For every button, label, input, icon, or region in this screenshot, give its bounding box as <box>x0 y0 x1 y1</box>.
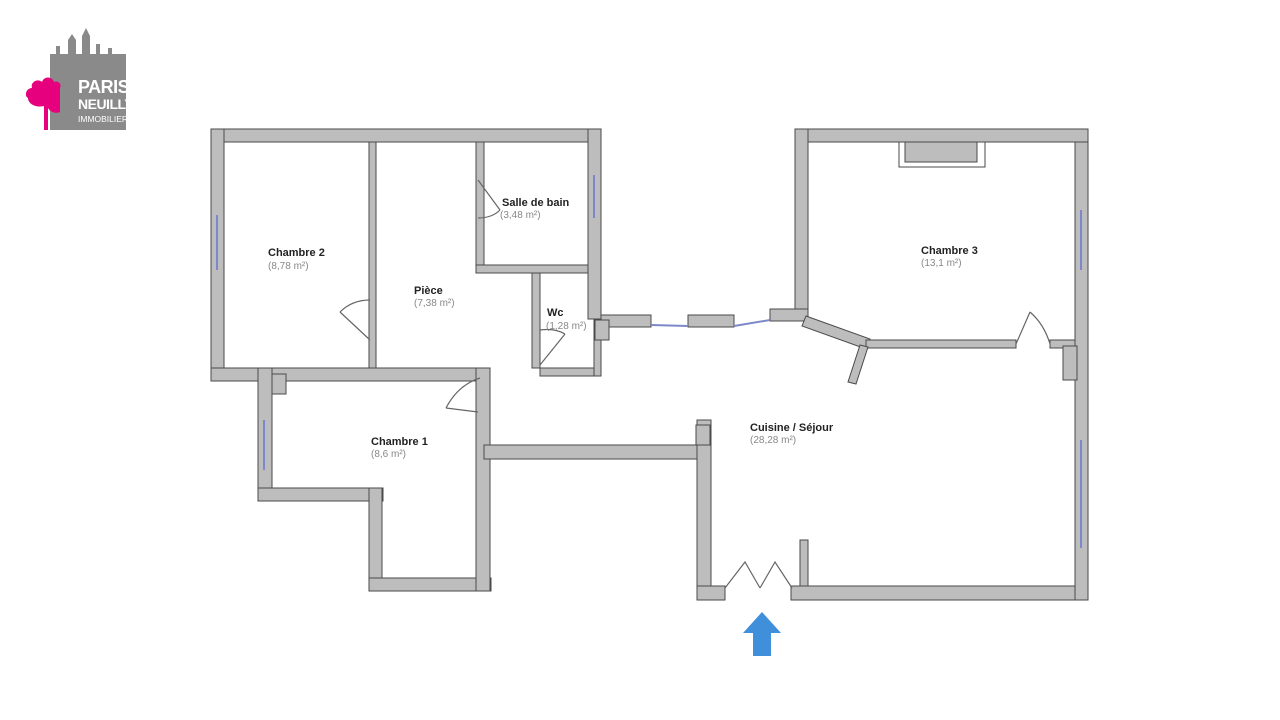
wall-corridor-top-2 <box>687 314 735 328</box>
room-name-chambre2: Chambre 2 <box>268 247 325 259</box>
door-leaf-chambre3 <box>1015 311 1031 345</box>
wall-top-left <box>210 128 602 143</box>
room-name-chambre3: Chambre 3 <box>921 245 978 257</box>
wall-chambre1-left-low <box>368 487 383 592</box>
logo-line-immobilier: IMMOBILIER <box>78 114 129 124</box>
wall-sejour-bottom-left <box>696 585 726 601</box>
room-name-sdb: Salle de bain <box>502 197 570 209</box>
wall-chambre2-piece <box>368 141 377 369</box>
column-right <box>1062 345 1078 381</box>
doors <box>339 179 1051 589</box>
column-sejour <box>695 424 711 446</box>
wall-chambre1-right <box>475 367 491 592</box>
window-corridor-1 <box>650 324 689 327</box>
castle-silhouette <box>50 28 126 130</box>
door-arc-chambre1 <box>445 377 481 409</box>
logo-line-paris: PARIS <box>78 77 130 97</box>
wall-left-chambre3 <box>794 128 809 320</box>
room-area-chambre1: (8,6 m²) <box>371 449 406 460</box>
wall-wc-right <box>593 318 602 377</box>
entrance-door-right <box>759 560 793 589</box>
entrance-arrow-icon <box>743 612 781 656</box>
wall-chambre3-bottom <box>865 339 1017 349</box>
room-name-sejour: Cuisine / Séjour <box>750 422 834 434</box>
wall-top-chambre3 <box>794 128 1089 143</box>
door-arc-wc <box>539 328 566 335</box>
logo-graphic <box>25 28 126 130</box>
wall-piece-sdb <box>475 141 485 273</box>
wall-stub-diagonal <box>847 344 869 385</box>
room-name-wc: Wc <box>547 307 564 319</box>
door-arc-chambre2 <box>339 299 371 313</box>
entrance-door-left <box>724 560 761 589</box>
room-name-chambre1: Chambre 1 <box>371 436 428 448</box>
wall-wc-bottom <box>539 367 602 377</box>
column-chambre1 <box>271 373 287 395</box>
window-corridor-2 <box>733 319 771 327</box>
door-arc-chambre3 <box>1029 311 1051 345</box>
wall-sejour-left <box>696 419 712 601</box>
room-area-chambre3: (13,1 m²) <box>921 258 962 269</box>
room-area-wc: (1,28 m²) <box>546 321 587 332</box>
column-wc <box>594 319 610 341</box>
door-arc-sdb <box>477 209 501 219</box>
walls <box>210 128 1089 601</box>
room-area-chambre2: (8,78 m²) <box>268 261 309 272</box>
door-leaf-chambre2 <box>339 311 371 341</box>
room-area-sdb: (3,48 m²) <box>500 210 541 221</box>
fireplace <box>904 141 978 163</box>
door-leaf-chambre1 <box>445 407 479 413</box>
wall-under-chambre2 <box>210 367 487 382</box>
room-name-piece: Pièce <box>414 285 443 297</box>
wall-chambre1-bottom <box>368 577 492 592</box>
wall-piece-wc <box>531 272 541 369</box>
wall-corridor-top-3 <box>769 308 809 322</box>
wall-right-sdb <box>587 128 602 320</box>
paris-neuilly-logo: PARIS NEUILLY IMMOBILIER <box>22 26 134 134</box>
wall-sejour-bottom-right <box>790 585 1089 601</box>
wall-corridor-bottom <box>483 444 711 460</box>
logo-line-neuilly: NEUILLY <box>78 96 134 112</box>
room-area-sejour: (28,28 m²) <box>750 435 796 446</box>
wall-sejour-stub <box>799 539 809 587</box>
door-leaf-sdb <box>477 179 501 211</box>
room-area-piece: (7,38 m²) <box>414 298 455 309</box>
room-labels: Chambre 2 (8,78 m²) Pièce (7,38 m²) Sall… <box>268 197 978 460</box>
tree-icon <box>25 77 61 130</box>
windows <box>216 175 1082 548</box>
door-leaf-wc <box>539 333 566 366</box>
wall-chambre1-step <box>257 487 384 502</box>
wall-diagonal-chambre3 <box>801 315 871 350</box>
wall-sdb-bottom <box>475 264 589 274</box>
